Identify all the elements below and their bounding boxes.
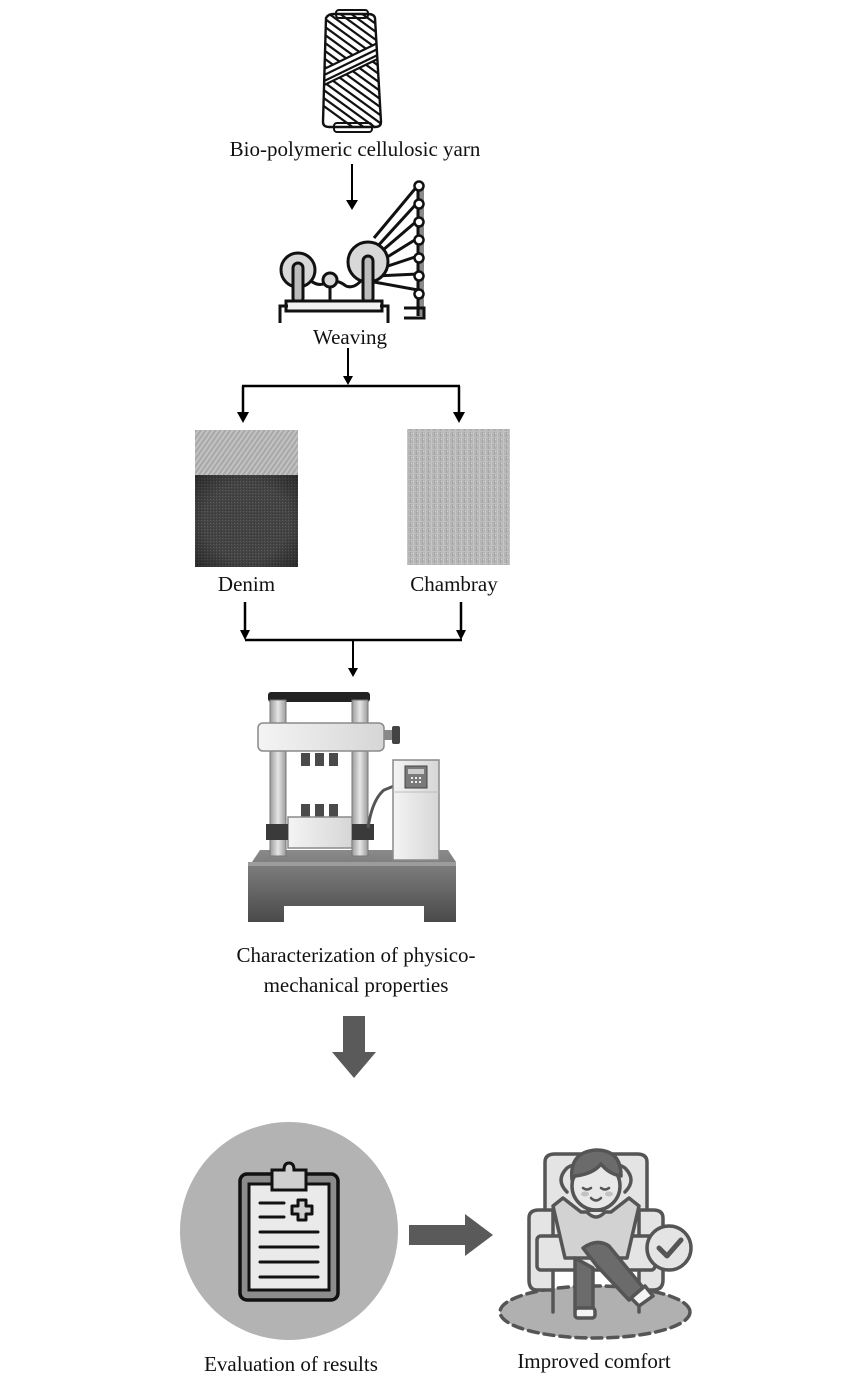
tensile-testing-machine-icon: [248, 692, 456, 922]
big-right-arrow: [409, 1214, 493, 1256]
chambray-fabric-swatch: [407, 429, 510, 565]
chambray-label: Chambray: [410, 572, 498, 596]
denim-fabric-swatch: [195, 430, 298, 567]
loom-icon: [278, 180, 426, 323]
evaluation-label: Evaluation of results: [204, 1352, 378, 1376]
branch-connector-weaving: [237, 348, 465, 423]
big-down-arrow: [332, 1016, 376, 1078]
merge-connector-fabrics: [240, 602, 466, 677]
clipboard-icon: [180, 1122, 398, 1340]
comfort-label: Improved comfort: [517, 1349, 671, 1373]
arrow-yarn-to-weaving: [346, 164, 358, 210]
yarn-label: Bio-polymeric cellulosic yarn: [229, 137, 481, 161]
weaving-label: Weaving: [312, 325, 388, 349]
yarn-cone-icon: [321, 9, 383, 133]
characterization-label-line2: mechanical properties: [263, 973, 449, 997]
denim-label: Denim: [217, 572, 276, 596]
characterization-label-line1: Characterization of physico-: [236, 943, 476, 967]
relaxed-person-armchair-icon: [498, 1148, 693, 1340]
